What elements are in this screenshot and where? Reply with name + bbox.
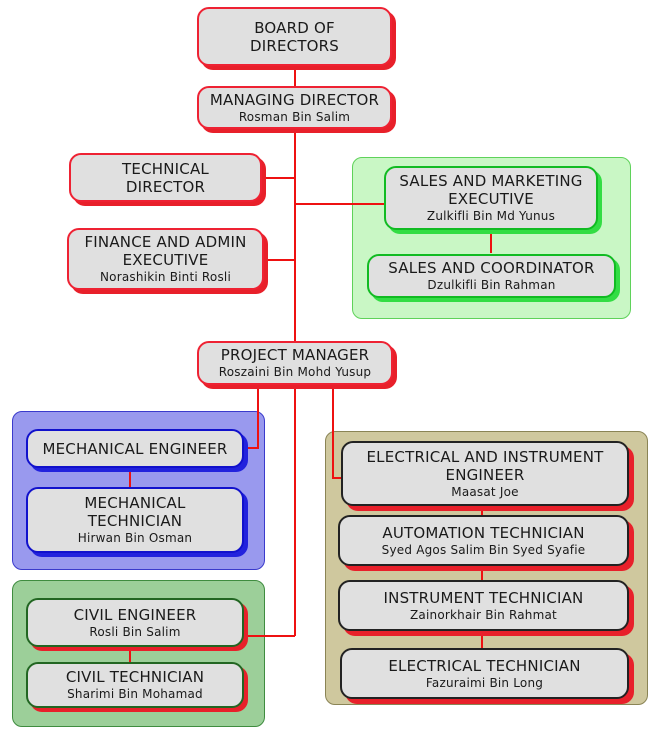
electrical-instrument-engineer-box: ELECTRICAL AND INSTRUMENT ENGINEER Maasa… (341, 441, 629, 506)
instrument-technician-title: INSTRUMENT TECHNICIAN (383, 588, 584, 607)
electrical-technician-box: ELECTRICAL TECHNICIAN Fazuraimi Bin Long (340, 648, 629, 699)
mechanical-engineer-box: MECHANICAL ENGINEER (26, 429, 244, 468)
sales-marketing-title: SALES AND MARKETING EXECUTIVE (399, 172, 583, 208)
mechanical-technician-title: MECHANICAL TECHNICIAN (84, 494, 186, 530)
civil-technician-title: CIVIL TECHNICIAN (65, 668, 205, 686)
technical-director-title: TECHNICAL DIRECTOR (122, 159, 209, 196)
electrical-instrument-engineer-title: ELECTRICAL AND INSTRUMENT ENGINEER (366, 447, 604, 484)
finance-admin-title: FINANCE AND ADMIN EXECUTIVE (84, 233, 247, 269)
electrical-instrument-engineer-name: Maasat Joe (451, 484, 519, 499)
project-manager-name: Roszaini Bin Mohd Yusup (218, 365, 372, 379)
civil-engineer-name: Rosli Bin Salim (89, 624, 181, 639)
sales-marketing-name: Zulkifli Bin Md Yunus (426, 209, 556, 223)
sales-marketing-box: SALES AND MARKETING EXECUTIVE Zulkifli B… (384, 166, 598, 230)
finance-admin-box: FINANCE AND ADMIN EXECUTIVE Norashikin B… (67, 228, 264, 290)
technical-director-box: TECHNICAL DIRECTOR (69, 153, 262, 202)
connector-mechanical-engineer (244, 385, 259, 449)
project-manager-title: PROJECT MANAGER (220, 346, 370, 364)
automation-technician-title: AUTOMATION TECHNICIAN (382, 523, 585, 542)
mechanical-technician-box: MECHANICAL TECHNICIAN Hirwan Bin Osman (26, 487, 244, 553)
finance-admin-name: Norashikin Binti Rosli (100, 270, 231, 284)
managing-director-box: MANAGING DIRECTOR Rosman Bin Salim (197, 86, 392, 129)
connector-electrical-engineer (332, 385, 341, 479)
board-title: BOARD OF DIRECTORS (249, 18, 340, 55)
managing-director-title: MANAGING DIRECTOR (209, 90, 380, 109)
sales-coordinator-box: SALES AND COORDINATOR Dzulkifli Bin Rahm… (367, 254, 616, 298)
instrument-technician-name: Zainorkhair Bin Rahmat (410, 607, 557, 622)
managing-director-name: Rosman Bin Salim (238, 109, 351, 124)
electrical-technician-title: ELECTRICAL TECHNICIAN (388, 656, 581, 675)
automation-technician-name: Syed Agos Salim Bin Syed Syafie (381, 542, 586, 557)
mechanical-engineer-title: MECHANICAL ENGINEER (42, 439, 228, 458)
board-of-directors-box: BOARD OF DIRECTORS (197, 7, 392, 66)
mechanical-technician-name: Hirwan Bin Osman (77, 531, 193, 545)
civil-engineer-title: CIVIL ENGINEER (73, 605, 197, 624)
civil-technician-name: Sharimi Bin Mohamad (67, 687, 203, 701)
electrical-technician-name: Fazuraimi Bin Long (425, 675, 544, 690)
sales-coordinator-name: Dzulkifli Bin Rahman (427, 278, 556, 292)
instrument-technician-box: INSTRUMENT TECHNICIAN Zainorkhair Bin Ra… (338, 580, 629, 631)
sales-coordinator-title: SALES AND COORDINATOR (388, 259, 595, 277)
civil-engineer-box: CIVIL ENGINEER Rosli Bin Salim (26, 598, 244, 647)
project-manager-box: PROJECT MANAGER Roszaini Bin Mohd Yusup (197, 341, 393, 385)
civil-technician-box: CIVIL TECHNICIAN Sharimi Bin Mohamad (26, 662, 244, 708)
automation-technician-box: AUTOMATION TECHNICIAN Syed Agos Salim Bi… (338, 515, 629, 566)
